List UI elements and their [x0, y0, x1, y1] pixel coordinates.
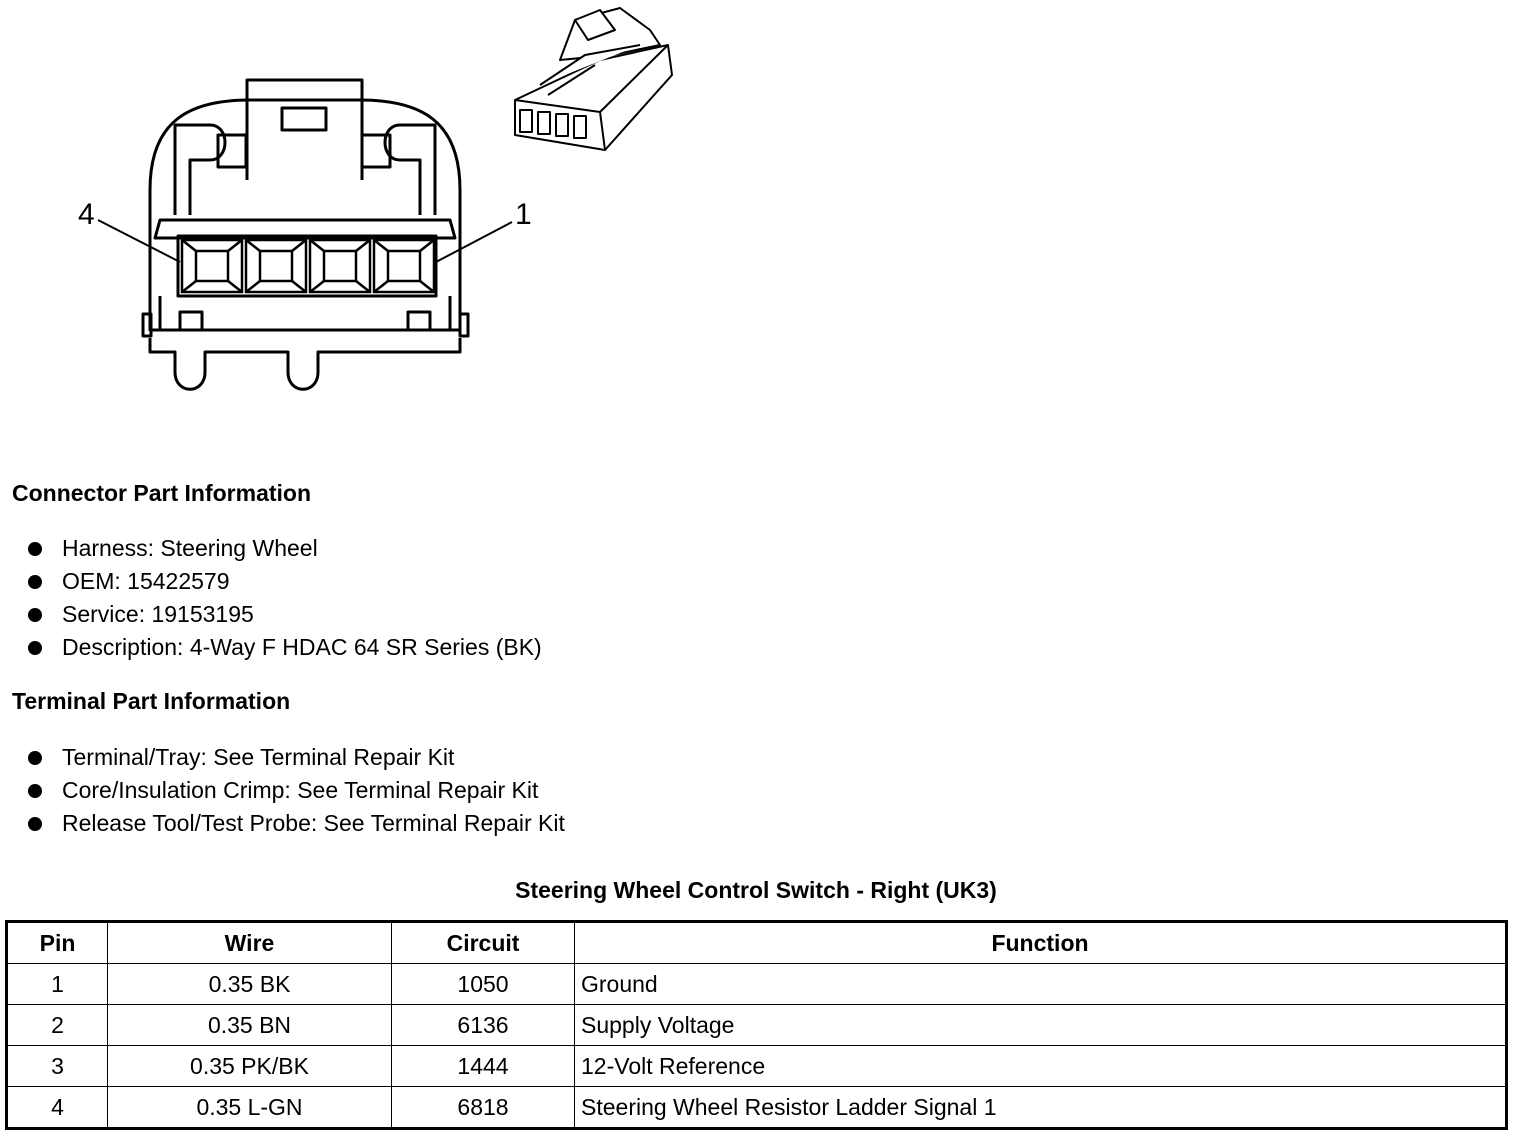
- table-row: 4 0.35 L-GN 6818 Steering Wheel Resistor…: [6, 1086, 1507, 1129]
- connector-face-diagram: [97, 7, 673, 391]
- cell-circuit: 6136: [391, 1004, 575, 1046]
- connector-part-info-heading: Connector Part Information: [12, 480, 312, 506]
- bullet-icon: [28, 542, 42, 556]
- bullet-icon: [28, 817, 42, 831]
- cell-pin: 1: [6, 963, 108, 1005]
- list-item-text: Harness: Steering Wheel: [62, 535, 318, 561]
- table-row: 3 0.35 PK/BK 1444 12-Volt Reference: [6, 1045, 1507, 1087]
- cell-function: Steering Wheel Resistor Ladder Signal 1: [574, 1086, 1507, 1129]
- cell-wire: 0.35 L-GN: [107, 1086, 392, 1129]
- cell-wire: 0.35 BN: [107, 1004, 392, 1046]
- cell-circuit: 1050: [391, 963, 575, 1005]
- cell-function: 12-Volt Reference: [574, 1045, 1507, 1087]
- list-item-text: Core/Insulation Crimp: See Terminal Repa…: [62, 777, 539, 803]
- cavity-4: [180, 238, 244, 294]
- cavity-2: [308, 238, 372, 294]
- cell-pin: 2: [6, 1004, 108, 1046]
- pin-table: Pin Wire Circuit Function 1 0.35 BK 1050…: [5, 920, 1508, 1130]
- list-item: Release Tool/Test Probe: See Terminal Re…: [28, 807, 565, 840]
- cavity-1: [372, 238, 436, 294]
- table-header-row: Pin Wire Circuit Function: [6, 921, 1507, 964]
- column-header-wire: Wire: [107, 921, 392, 964]
- list-item: Harness: Steering Wheel: [28, 532, 542, 565]
- cell-pin: 3: [6, 1045, 108, 1087]
- table-row: 2 0.35 BN 6136 Supply Voltage: [6, 1004, 1507, 1046]
- pin-1-label: 1: [515, 198, 532, 231]
- list-item: OEM: 15422579: [28, 565, 542, 598]
- list-item: Description: 4-Way F HDAC 64 SR Series (…: [28, 631, 542, 664]
- bullet-icon: [28, 575, 42, 589]
- list-item-text: Terminal/Tray: See Terminal Repair Kit: [62, 744, 455, 770]
- bullet-icon: [28, 751, 42, 765]
- cell-wire: 0.35 PK/BK: [107, 1045, 392, 1087]
- cell-function: Ground: [574, 963, 1507, 1005]
- cell-wire: 0.35 BK: [107, 963, 392, 1005]
- connector-part-info-list: Harness: Steering Wheel OEM: 15422579 Se…: [28, 532, 542, 664]
- list-item-text: Release Tool/Test Probe: See Terminal Re…: [62, 810, 565, 836]
- list-item: Terminal/Tray: See Terminal Repair Kit: [28, 741, 565, 774]
- cell-circuit: 1444: [391, 1045, 575, 1087]
- list-item-text: OEM: 15422579: [62, 568, 230, 594]
- cavity-3: [244, 238, 308, 294]
- pin-4-label: 4: [78, 198, 95, 231]
- bullet-icon: [28, 608, 42, 622]
- column-header-function: Function: [574, 921, 1507, 964]
- bullet-icon: [28, 784, 42, 798]
- list-item-text: Service: 19153195: [62, 601, 254, 627]
- list-item: Service: 19153195: [28, 598, 542, 631]
- pin-table-title: Steering Wheel Control Switch - Right (U…: [515, 877, 997, 903]
- terminal-part-info-list: Terminal/Tray: See Terminal Repair Kit C…: [28, 741, 565, 840]
- cell-pin: 4: [6, 1086, 108, 1129]
- connector-isometric-view: [514, 7, 673, 151]
- column-header-pin: Pin: [6, 921, 108, 964]
- list-item-text: Description: 4-Way F HDAC 64 SR Series (…: [62, 634, 542, 660]
- bullet-icon: [28, 641, 42, 655]
- terminal-part-info-heading: Terminal Part Information: [12, 688, 291, 714]
- cell-function: Supply Voltage: [574, 1004, 1507, 1046]
- list-item: Core/Insulation Crimp: See Terminal Repa…: [28, 774, 565, 807]
- table-row: 1 0.35 BK 1050 Ground: [6, 963, 1507, 1005]
- column-header-circuit: Circuit: [391, 921, 575, 964]
- cell-circuit: 6818: [391, 1086, 575, 1129]
